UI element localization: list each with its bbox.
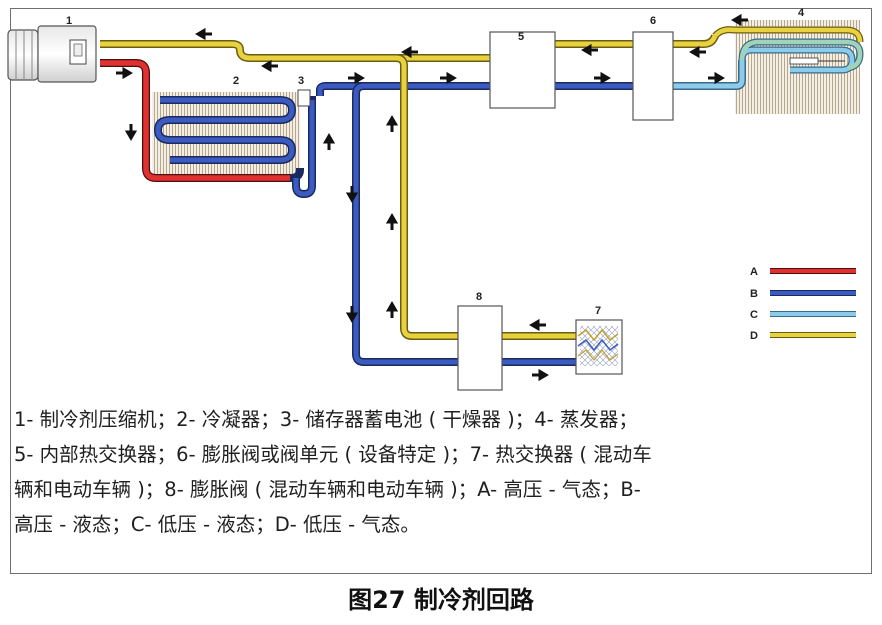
receiver-drier [297, 89, 311, 107]
label-7: 7 [595, 305, 601, 317]
caption-line: 1- 制冷剂压缩机；2- 冷凝器；3- 储存器蓄电池 ( 干燥器 )；4- 蒸发… [14, 408, 638, 431]
internal-heat-exchanger [489, 31, 556, 109]
legend-caption: 1- 制冷剂压缩机；2- 冷凝器；3- 储存器蓄电池 ( 干燥器 )；4- 蒸发… [14, 402, 864, 542]
figure-title: 图27 制冷剂回路 [348, 586, 534, 614]
refrigerant-circuit-diagram: 1 2 3 4 5 6 7 8 A B C D [7, 7, 864, 391]
label-5: 5 [518, 31, 524, 43]
pipe-low-pressure-liquid [673, 60, 746, 90]
label-8: 8 [476, 291, 482, 303]
caption-line: 5- 内部热交换器；6- 膨胀阀或阀单元 ( 设备特定 )；7- 热交换器 ( … [14, 443, 652, 466]
expansion-valve-hybrid [457, 305, 503, 391]
legend-key-d: D [750, 330, 758, 342]
caption-line: 高压 - 液态；C- 低压 - 液态；D- 低压 - 气态。 [14, 513, 420, 536]
label-1: 1 [66, 15, 72, 27]
caption-line: 辆和电动车辆 )；8- 膨胀阀 ( 混动车辆和电动车辆 )；A- 高压 - 气态… [14, 478, 641, 501]
legend-key-c: C [750, 309, 758, 321]
legend-key-b: B [750, 288, 758, 300]
legend-key-a: A [750, 266, 758, 278]
flow-arrows [116, 13, 748, 382]
legend: A B C D [750, 266, 856, 342]
heat-exchanger-hybrid [575, 319, 623, 375]
label-4: 4 [798, 7, 805, 19]
expansion-valve-unit [632, 31, 674, 121]
label-6: 6 [650, 15, 656, 27]
label-2: 2 [233, 75, 239, 87]
compressor [7, 25, 97, 83]
label-3: 3 [298, 75, 304, 87]
